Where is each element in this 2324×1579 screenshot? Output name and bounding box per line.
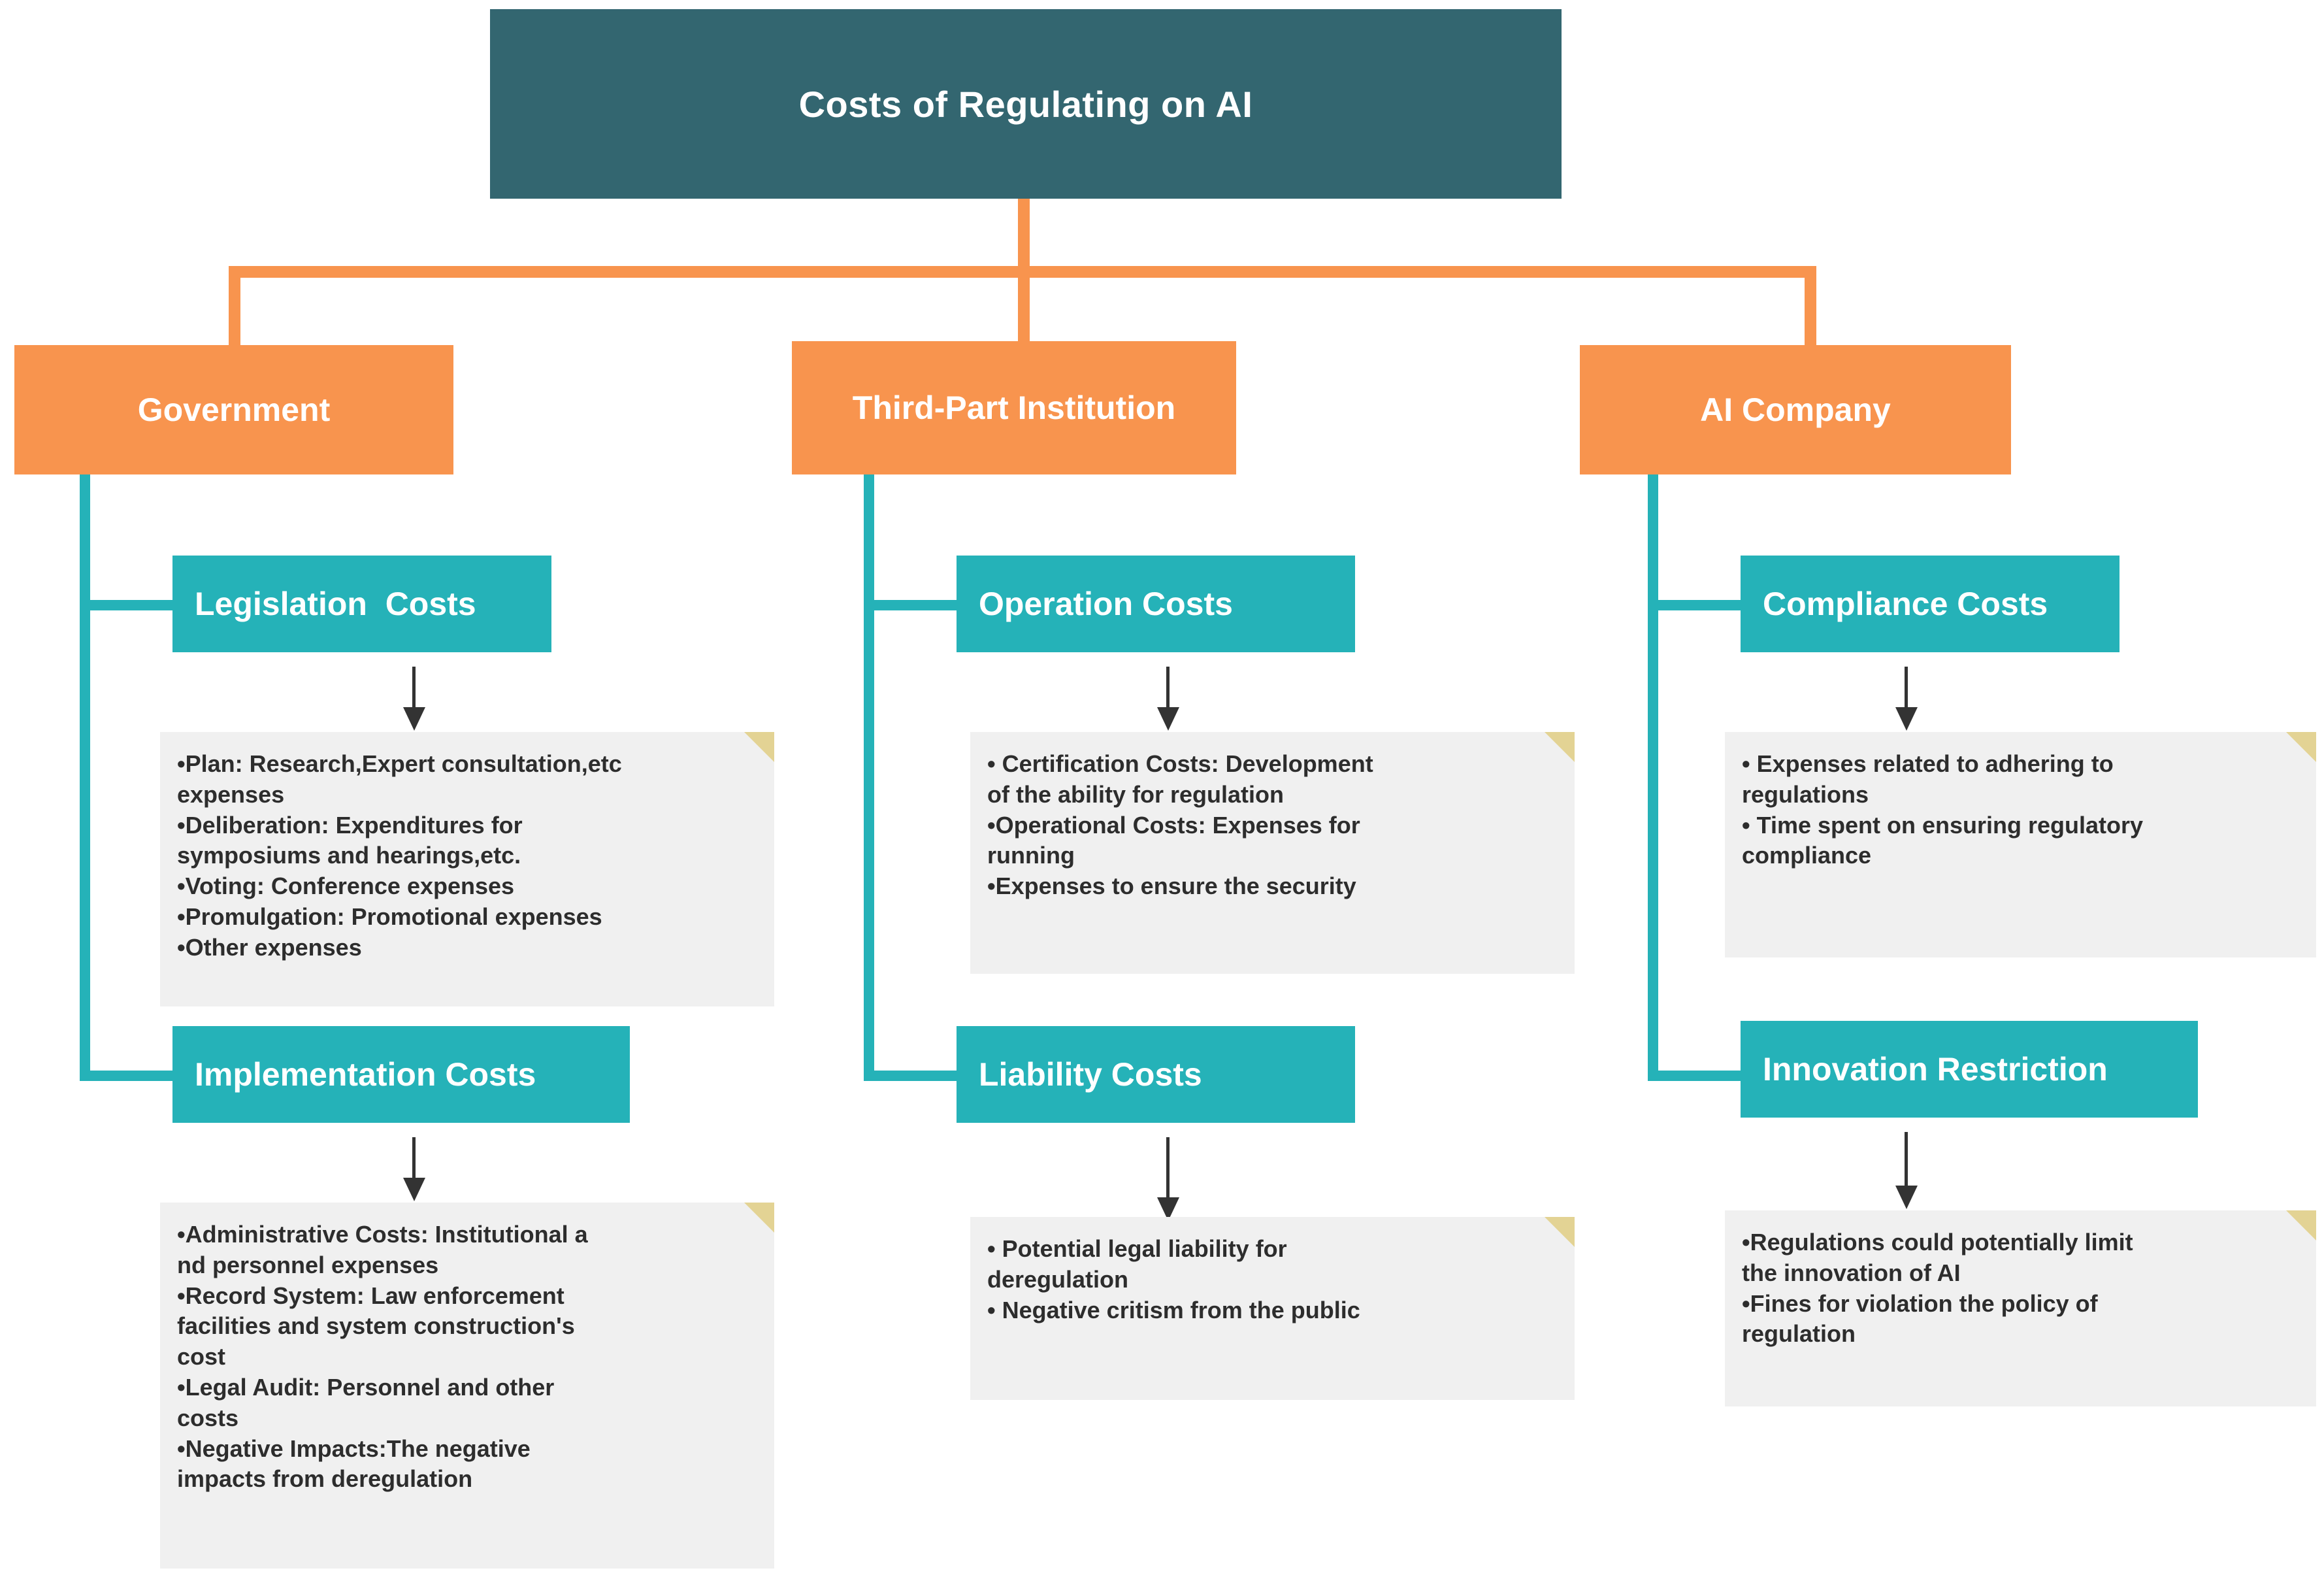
note-line: •Legal Audit: Personnel and other [177,1373,555,1401]
node-label-liability-costs: Liability Costs [979,1056,1202,1093]
node-box-innovation-restriction[interactable]: Innovation Restriction [1741,1021,2198,1118]
root-title-text: Costs of Regulating on AI [798,83,1253,125]
note-list-compliance-costs: • Expenses related to adhering to regula… [1742,749,2294,871]
note-line: •Operational Costs: Expenses for [987,811,1360,839]
note-box-compliance-costs: • Expenses related to adhering to regula… [1725,732,2316,957]
page-fold-icon [1545,732,1575,762]
note-line: •Record System: Law enforcement [177,1282,565,1309]
connector-root-stem [1018,199,1030,273]
note-line: •Plan: Research,Expert consultation,etc [177,750,622,777]
arrow-to-innovation-note [1893,1132,1920,1210]
node-box-legislation-costs[interactable]: Legislation Costs [172,556,551,652]
connector-drop-government [229,266,240,348]
note-line: compliance [1742,842,1872,869]
node-box-operation-costs[interactable]: Operation Costs [957,556,1355,652]
note-line: • Expenses related to adhering to [1742,750,2114,777]
note-line: •Regulations could potentially limit [1742,1229,2133,1255]
note-line: of the ability for regulation [987,780,1285,808]
branch-box-third-part-institution[interactable]: Third-Part Institution [792,341,1236,474]
connector-spine-ai-company [1648,474,1658,1081]
connector-drop-third-part-institution [1018,266,1030,348]
page-fold-icon [744,732,774,762]
node-box-compliance-costs[interactable]: Compliance Costs [1741,556,2119,652]
note-box-liability-costs: • Potential legal liability for deregula… [970,1217,1575,1400]
page-fold-icon [2286,732,2316,762]
connector-branch-operation-costs [864,600,957,610]
note-line: • Potential legal liability for [987,1235,1287,1262]
note-line: impacts from deregulation [177,1465,473,1493]
note-box-operation-costs: • Certification Costs: Development of th… [970,732,1575,974]
note-line: facilities and system construction's [177,1312,575,1340]
note-line: •Other expenses [177,933,362,961]
note-line: running [987,842,1075,869]
note-line: •Negative Impacts:The negative [177,1435,531,1462]
note-line: •Expenses to ensure the security [987,873,1356,900]
note-box-legislation-costs: •Plan: Research,Expert consultation,etc … [160,732,774,1006]
node-label-operation-costs: Operation Costs [979,586,1233,622]
root-title-box: Costs of Regulating on AI [490,9,1562,199]
note-box-implementation-costs: •Administrative Costs: Institutional a n… [160,1203,774,1569]
note-line: •Promulgation: Promotional expenses [177,903,602,930]
note-list-innovation-restriction: •Regulations could potentially limit the… [1742,1227,2294,1350]
page-fold-icon [1545,1217,1575,1247]
note-line: •Administrative Costs: Institutional a [177,1221,588,1248]
note-line: cost [177,1343,226,1371]
note-line: regulations [1742,780,1869,808]
branch-box-government[interactable]: Government [14,345,453,474]
arrow-to-operation-note [1155,667,1181,732]
note-line: symposiums and hearings,etc. [177,842,521,869]
connector-spine-third-part-institution [864,474,874,1081]
note-line: • Time spent on ensuring regulatory [1742,811,2144,839]
note-list-legislation-costs: •Plan: Research,Expert consultation,etc … [177,749,752,963]
arrow-to-compliance-note [1893,667,1920,732]
note-list-liability-costs: • Potential legal liability for deregula… [987,1234,1552,1325]
connector-spine-government [80,474,90,1081]
branch-box-ai-company[interactable]: AI Company [1580,345,2011,474]
note-line: costs [177,1404,239,1431]
note-line: •Deliberation: Expenditures for [177,811,523,839]
node-box-implementation-costs[interactable]: Implementation Costs [172,1026,630,1123]
connector-branch-innovation-restriction [1648,1071,1741,1081]
connector-branch-legislation-costs [80,600,172,610]
page-fold-icon [2286,1210,2316,1240]
note-line: •Voting: Conference expenses [177,873,515,900]
note-line: •Fines for violation the policy of [1742,1289,2098,1317]
connector-branch-compliance-costs [1648,600,1741,610]
connector-branch-liability-costs [864,1071,957,1081]
note-list-operation-costs: • Certification Costs: Development of th… [987,749,1552,902]
node-box-liability-costs[interactable]: Liability Costs [957,1026,1355,1123]
arrow-to-implementation-note [401,1137,427,1203]
arrow-to-liability-note [1155,1137,1181,1222]
note-line: • Certification Costs: Development [987,750,1373,777]
arrow-to-legislation-note [401,667,427,732]
branch-label-ai-company: AI Company [1700,391,1891,428]
branch-label-third-part-institution: Third-Part Institution [852,390,1176,426]
note-line: nd personnel expenses [177,1251,439,1278]
node-label-legislation-costs: Legislation Costs [195,586,476,622]
note-line: the innovation of AI [1742,1259,1961,1286]
note-list-implementation-costs: •Administrative Costs: Institutional a n… [177,1220,752,1495]
note-line: expenses [177,780,285,808]
note-line: deregulation [987,1265,1129,1293]
branch-label-government: Government [137,391,331,428]
note-line: • Negative critism from the public [987,1296,1360,1323]
node-label-innovation-restriction: Innovation Restriction [1763,1051,2108,1088]
connector-drop-ai-company [1805,266,1816,348]
note-box-innovation-restriction: •Regulations could potentially limit the… [1725,1210,2316,1406]
connector-branch-implementation-costs [80,1071,172,1081]
node-label-implementation-costs: Implementation Costs [195,1056,536,1093]
node-label-compliance-costs: Compliance Costs [1763,586,2048,622]
page-fold-icon [744,1203,774,1233]
note-line: regulation [1742,1320,1856,1348]
